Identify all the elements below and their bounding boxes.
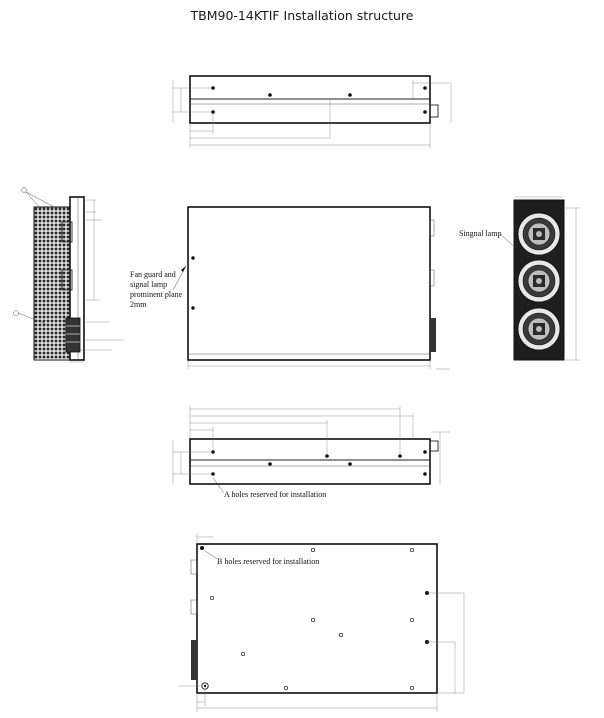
b-holes-label: B holes reserved for installation [217,557,319,566]
bottom-plan-view [178,533,465,712]
front-view [172,206,450,370]
fan-3 [517,307,561,351]
fan-guard-label-line4: 2mm [130,300,147,309]
left-end-view [13,187,124,363]
fan-end-view [499,196,580,361]
fan-guard-label-line2: signal lamp [130,280,167,289]
fan-guard-label-line3: prominent plane [130,290,183,299]
diagram-title: TBM90-14KTIF Installation structure [190,8,414,23]
signal-lamp-label: Singnal lamp [459,229,501,238]
fan-1 [517,212,561,256]
fan-2 [517,259,561,303]
top-view [172,75,452,148]
side-view-a-holes [172,406,450,494]
a-holes-label: A holes reserved for installation [224,490,326,499]
fan-guard-label-line1: Fan guard and [130,270,176,279]
